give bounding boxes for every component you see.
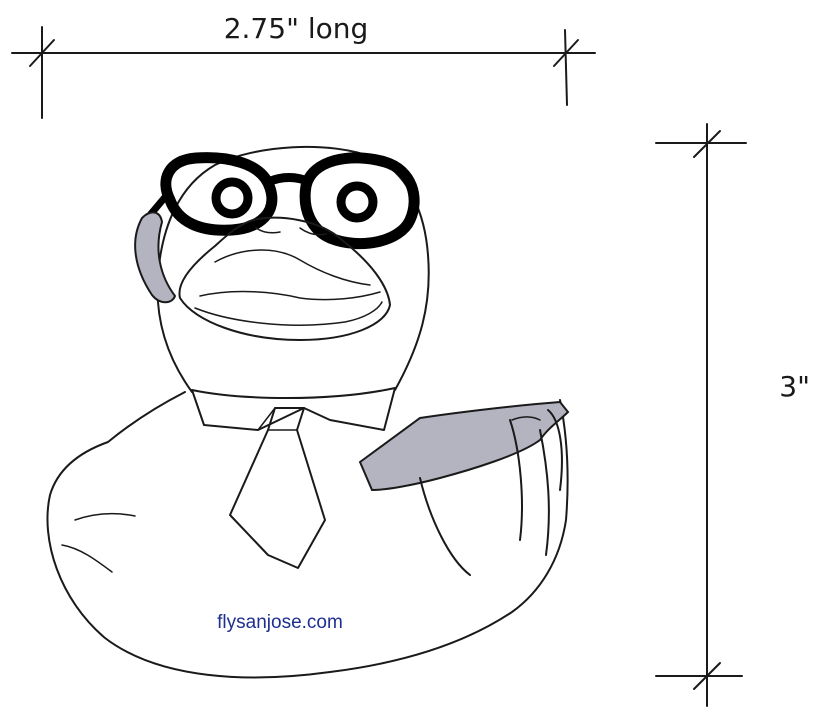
hand-finger-1	[511, 416, 541, 421]
height-label: 3"	[779, 370, 810, 403]
glasses-left-lens	[160, 152, 278, 236]
shirt-collar	[191, 387, 396, 431]
bill	[178, 216, 391, 341]
bill-inner-line	[194, 301, 383, 326]
length-right-tick	[553, 39, 579, 67]
hand-outline	[419, 409, 563, 576]
length-left-tick	[29, 39, 55, 67]
height-top-tick	[693, 130, 721, 158]
height-dimension: 3"	[655, 123, 810, 707]
headset-earpiece	[134, 211, 177, 304]
phone	[358, 400, 570, 492]
nostril-left	[255, 227, 281, 234]
bill-outline	[178, 216, 391, 341]
right-eye	[336, 181, 378, 223]
eyes	[211, 177, 378, 223]
duck-body-outline	[46, 391, 569, 679]
bill-mouth	[199, 290, 381, 301]
left-eye	[211, 177, 253, 219]
duck-figure: flysanjose.com	[46, 145, 570, 679]
length-dimension: 2.75" long	[11, 12, 596, 119]
glasses-bridge	[266, 173, 312, 187]
bill-upper-inner	[214, 249, 371, 286]
wing-line-1	[74, 512, 136, 521]
necktie	[229, 407, 326, 569]
duck-head-outline	[156, 145, 430, 393]
wing-line-2	[61, 544, 113, 573]
nostril-right	[299, 227, 327, 236]
height-bottom-tick	[693, 662, 721, 690]
url-text: flysanjose.com	[217, 612, 343, 633]
length-right-extension	[564, 29, 568, 106]
glasses-right-lens	[299, 152, 420, 250]
glasses	[147, 152, 420, 250]
length-label: 2.75" long	[224, 12, 369, 45]
